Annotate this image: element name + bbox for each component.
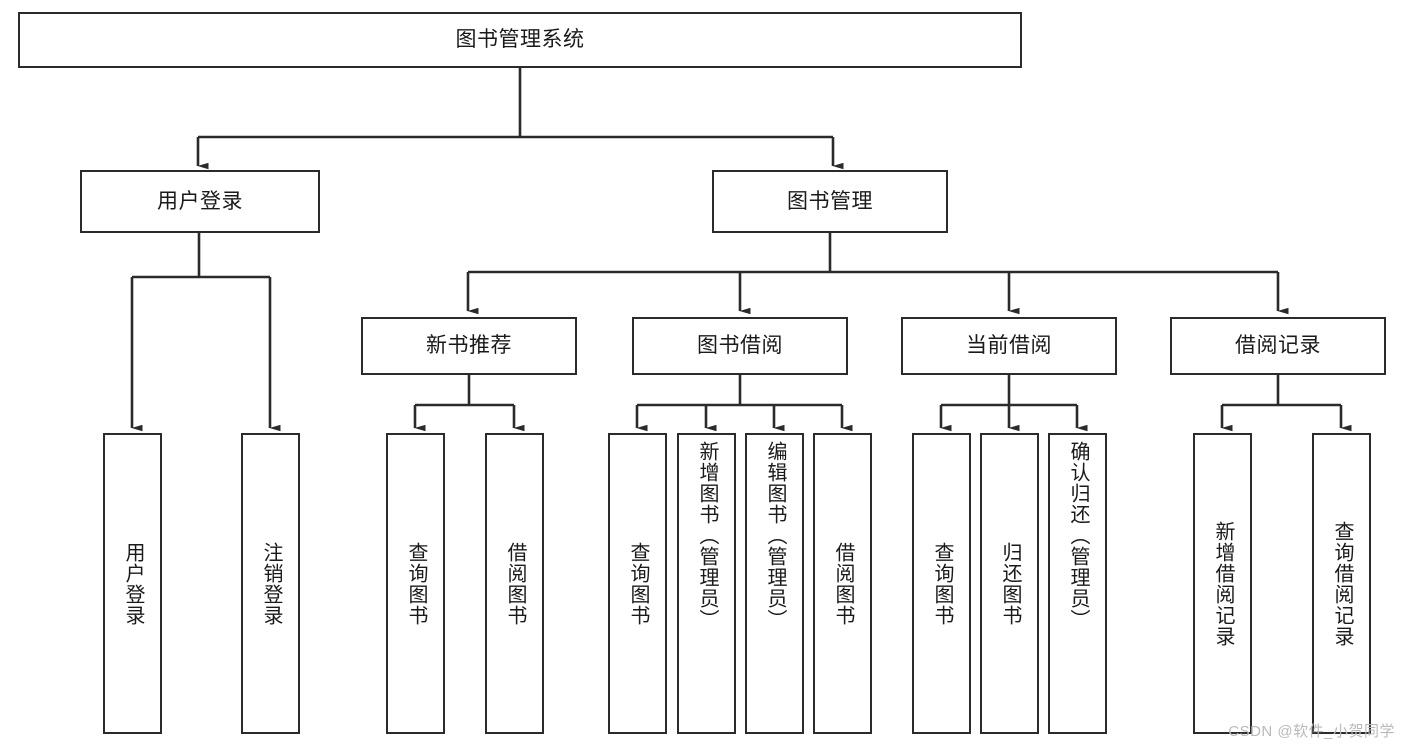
- node-book-management[interactable]: 图书管理: [712, 170, 948, 233]
- leaf-current-borrow-return[interactable]: 归还图书: [980, 433, 1039, 734]
- node-label: 编辑图书（管理员）: [764, 441, 786, 630]
- node-user-login[interactable]: 用户登录: [80, 170, 320, 233]
- node-label: 当前借阅: [966, 334, 1052, 358]
- node-label: 归还图书: [999, 541, 1021, 626]
- node-label: 查询图书: [627, 541, 649, 626]
- leaf-new-book-query[interactable]: 查询图书: [386, 433, 445, 734]
- node-label: 新增图书（管理员）: [696, 441, 718, 630]
- node-new-book-recommend[interactable]: 新书推荐: [361, 317, 577, 375]
- leaf-book-borrow-edit[interactable]: 编辑图书（管理员）: [745, 433, 804, 734]
- leaf-new-book-borrow[interactable]: 借阅图书: [485, 433, 544, 734]
- leaf-book-borrow-add[interactable]: 新增图书（管理员）: [677, 433, 736, 734]
- leaf-user-login-logout[interactable]: 注销登录: [241, 433, 300, 734]
- node-label: 用户登录: [122, 541, 144, 626]
- node-label: 新增借阅记录: [1212, 520, 1234, 647]
- leaf-borrow-record-add[interactable]: 新增借阅记录: [1193, 433, 1252, 734]
- node-borrow-record[interactable]: 借阅记录: [1170, 317, 1386, 375]
- node-book-borrow[interactable]: 图书借阅: [632, 317, 848, 375]
- node-label: 确认归还（管理员）: [1067, 441, 1089, 630]
- node-label: 用户登录: [157, 189, 243, 213]
- node-label: 查询图书: [931, 541, 953, 626]
- node-label: 图书管理: [787, 189, 873, 213]
- leaf-user-login-login[interactable]: 用户登录: [103, 433, 162, 734]
- leaf-borrow-record-query[interactable]: 查询借阅记录: [1312, 433, 1371, 734]
- node-label: 图书管理系统: [455, 28, 585, 52]
- node-label: 图书借阅: [697, 334, 783, 358]
- node-label: 借阅图书: [504, 541, 526, 626]
- leaf-book-borrow-borrow[interactable]: 借阅图书: [813, 433, 872, 734]
- node-label: 注销登录: [260, 541, 282, 626]
- node-label: 借阅图书: [832, 541, 854, 626]
- node-label: 查询借阅记录: [1331, 520, 1353, 647]
- node-label: 查询图书: [405, 541, 427, 626]
- leaf-current-borrow-query[interactable]: 查询图书: [912, 433, 971, 734]
- leaf-current-borrow-confirm-return[interactable]: 确认归还（管理员）: [1048, 433, 1107, 734]
- node-label: 新书推荐: [426, 334, 512, 358]
- leaf-book-borrow-query[interactable]: 查询图书: [608, 433, 667, 734]
- node-current-borrow[interactable]: 当前借阅: [901, 317, 1117, 375]
- watermark: CSDN @软件_小贺同学: [1228, 723, 1395, 740]
- node-root-book-management-system[interactable]: 图书管理系统: [18, 12, 1022, 68]
- node-label: 借阅记录: [1235, 334, 1321, 358]
